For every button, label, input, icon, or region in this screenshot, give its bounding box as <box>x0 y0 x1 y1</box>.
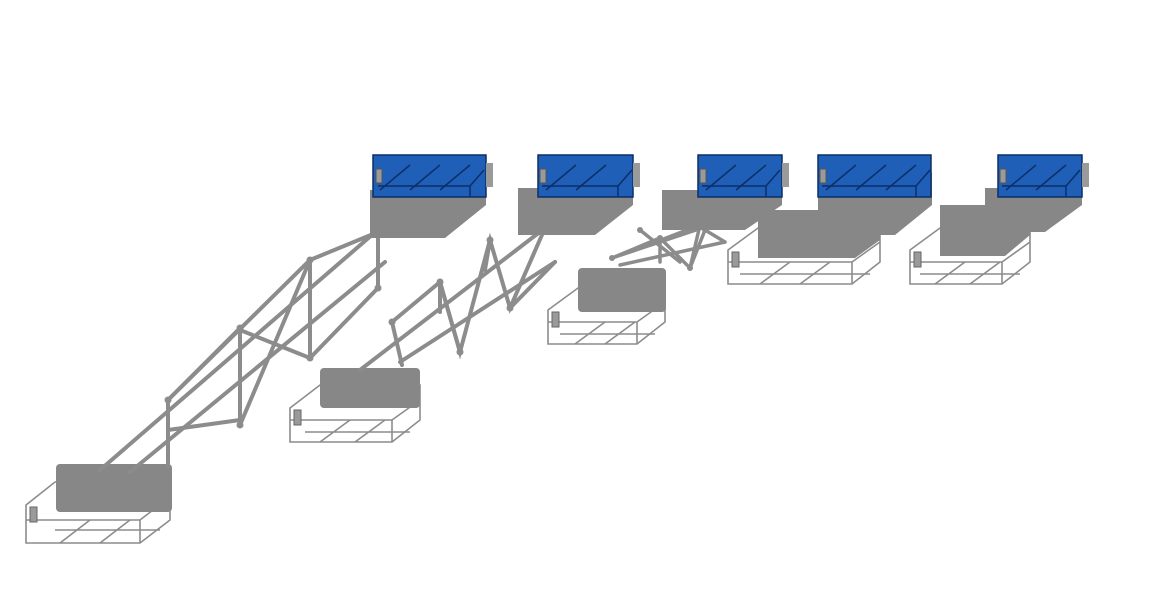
module-1-link-joints <box>164 256 382 429</box>
module-1-top-shadow <box>370 168 486 238</box>
module-2-top-shadow <box>518 170 633 235</box>
module-2-top-blue-box <box>537 154 640 198</box>
module-2 <box>289 154 640 443</box>
module-1-bottom-shadow-block <box>56 464 172 512</box>
module-1-scissor-link <box>98 226 387 474</box>
module-3-link-joints <box>609 227 708 271</box>
module-4-top-blue-box <box>817 154 932 198</box>
module-1-top-blue-box <box>372 154 493 198</box>
module-4 <box>727 154 932 285</box>
module-1-bottom-tab <box>29 506 38 523</box>
module-5 <box>909 154 1089 285</box>
module-4-top-shadow <box>818 172 932 235</box>
module-3-top-blue-box <box>697 154 789 198</box>
module-5-bottom-tab <box>913 251 922 268</box>
module-3 <box>547 154 789 345</box>
module-2-bottom-shadow-block <box>320 368 420 408</box>
module-3-bottom-tab <box>551 311 560 328</box>
module-2-zigzag-link <box>358 226 557 372</box>
module-3-top-shadow <box>662 172 782 230</box>
module-1 <box>25 154 493 544</box>
module-2-bottom-tab <box>293 409 302 426</box>
module-5-top-shadow <box>985 170 1082 232</box>
module-2-link-joints <box>388 236 514 356</box>
module-4-bottom-tab <box>731 251 740 268</box>
module-5-top-blue-box <box>997 154 1089 198</box>
module-3-bottom-shadow-block <box>578 268 666 312</box>
